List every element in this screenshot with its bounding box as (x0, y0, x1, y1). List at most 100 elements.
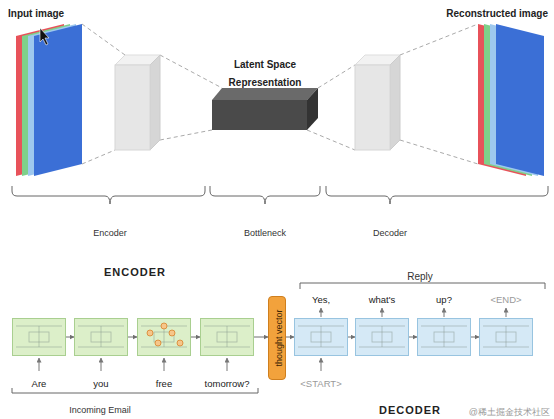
state-connector (409, 337, 417, 338)
gate-marker (169, 330, 175, 336)
lstm-detail (444, 326, 445, 347)
latent-block (307, 88, 318, 130)
part-label: Bottleneck (244, 228, 286, 238)
lstm-detail (356, 319, 408, 355)
output-arrow (382, 308, 383, 317)
text-holder: tomorrow? (205, 373, 250, 391)
decoder-block (390, 55, 400, 150)
text-holder: Incoming Email (69, 399, 131, 417)
encoder-cell: free (137, 318, 191, 356)
image-layer (496, 24, 544, 176)
lstm-detail (506, 326, 507, 347)
gate-marker (155, 340, 161, 346)
text-holder: up? (436, 289, 452, 307)
lstm-detail (382, 326, 383, 347)
gate-marker (147, 330, 153, 336)
decoder-cell: what's (355, 318, 409, 356)
figure-label: Input image (8, 8, 64, 19)
lstm-detail (372, 332, 392, 342)
gate-marker (177, 340, 183, 346)
lstm-detail (138, 319, 190, 355)
lstm-detail (434, 332, 454, 342)
state-connector (128, 337, 137, 338)
input-word: <START> (300, 378, 341, 389)
state-connector (286, 337, 294, 338)
figure-label: Latent Space Representation (229, 59, 302, 88)
latent-block (212, 88, 318, 100)
lstm-detail (295, 319, 347, 355)
text-holder: what's (369, 289, 396, 307)
output-word: what's (369, 294, 396, 305)
input-arrow (164, 358, 165, 371)
section-heading: ENCODER (104, 266, 166, 278)
guide-line (82, 150, 115, 164)
lstm-detail (29, 332, 49, 342)
part-label: Decoder (373, 228, 407, 238)
lstm-detail (311, 332, 331, 342)
image-layer (34, 24, 82, 176)
figure-label: Reconstructed image (446, 8, 548, 19)
state-connector (471, 337, 479, 338)
lstm-detail (101, 326, 102, 347)
bracket (300, 283, 545, 289)
lstm-detail (217, 332, 237, 342)
text-holder: thought vector (268, 309, 286, 366)
node-label: thought vector (274, 309, 284, 366)
lstm-detail (496, 332, 516, 342)
text-holder: Reply (407, 266, 433, 284)
text-holder: ENCODER (104, 262, 166, 280)
lstm-detail (75, 319, 127, 355)
brace (326, 186, 548, 204)
cursor-icon (40, 28, 49, 45)
lstm-detail (201, 319, 253, 355)
decoder-cell: <END> (479, 318, 533, 356)
text-holder: free (156, 373, 172, 391)
input-word: Are (32, 378, 47, 389)
guide-line (318, 65, 355, 88)
lstm-detail (227, 326, 228, 347)
text-holder: Input image (8, 3, 64, 21)
guide-line (82, 24, 125, 55)
text-holder: Latent Space Representation (216, 54, 314, 91)
encoder-cell: tomorrow? (200, 318, 254, 356)
watermark: @稀土掘金技术社区 (469, 407, 550, 417)
output-word: <END> (490, 294, 521, 305)
output-arrow (444, 308, 445, 317)
group-label: Incoming Email (69, 405, 131, 415)
text-holder: <END> (490, 289, 521, 307)
lstm-detail (321, 326, 322, 347)
state-connector (254, 337, 268, 338)
brace (12, 186, 205, 204)
encoder-cell: Are (12, 318, 66, 356)
encoder-cell: you (74, 318, 128, 356)
input-arrow (321, 358, 322, 371)
state-connector (191, 337, 200, 338)
input-arrow (39, 358, 40, 371)
state-connector (348, 337, 355, 338)
state-connector (66, 337, 74, 338)
decoder-cell: <START>Yes, (294, 318, 348, 356)
input-word: you (93, 378, 108, 389)
output-arrow (506, 308, 507, 317)
brace (210, 186, 320, 204)
lstm-detail (418, 319, 470, 355)
text-holder: DECODER (379, 400, 441, 418)
input-arrow (101, 358, 102, 371)
lstm-detail (480, 319, 532, 355)
encoder-block (150, 55, 160, 150)
text-holder: Encoder (93, 222, 127, 240)
section-heading: DECODER (379, 404, 441, 416)
text-holder: Are (32, 373, 47, 391)
lstm-detail (91, 332, 111, 342)
text-holder: Reconstructed image (446, 3, 548, 21)
gate-marker (161, 323, 167, 329)
input-arrow (227, 358, 228, 371)
input-word: free (156, 378, 172, 389)
output-arrow (321, 308, 322, 317)
lstm-detail (13, 319, 65, 355)
guide-line (160, 55, 222, 88)
text-holder: Decoder (373, 222, 407, 240)
text-holder: <START> (300, 373, 341, 391)
lstm-detail (39, 326, 40, 347)
input-word: tomorrow? (205, 378, 250, 389)
